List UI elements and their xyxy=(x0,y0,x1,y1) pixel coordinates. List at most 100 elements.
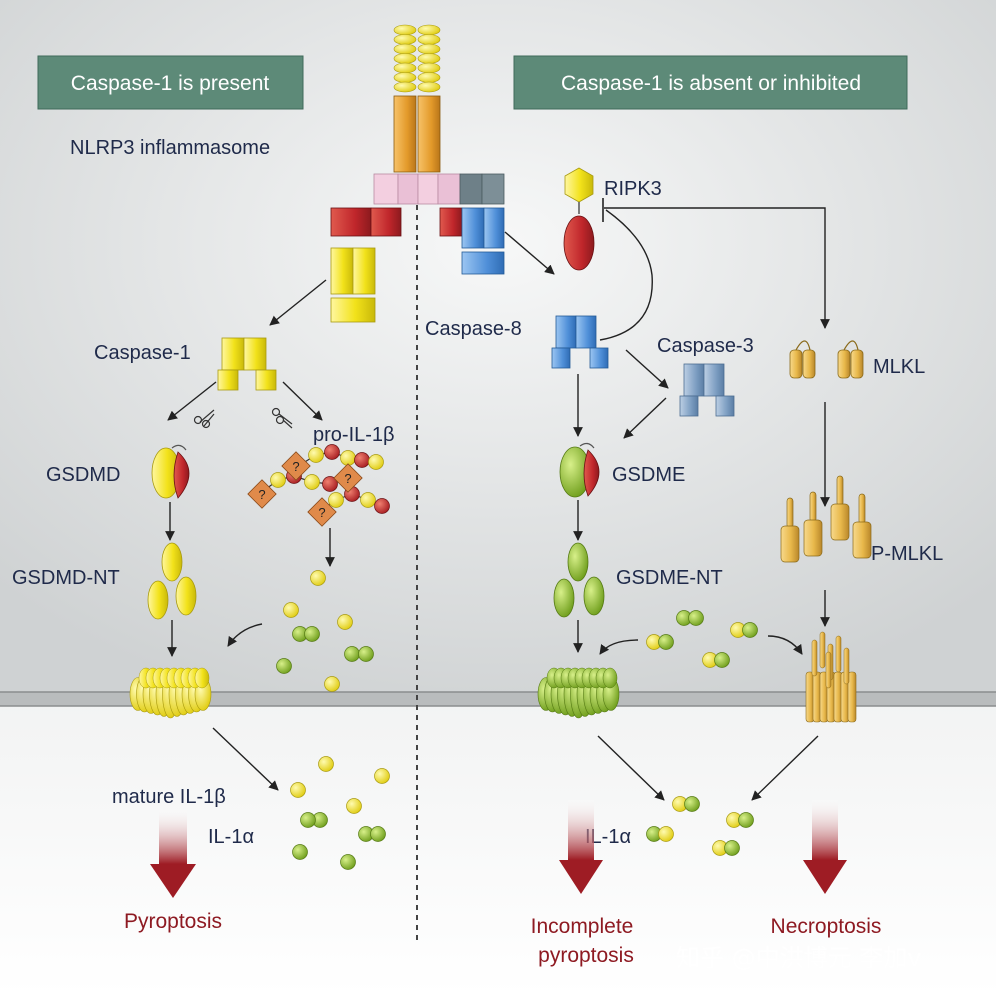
lrr-domain xyxy=(393,43,417,55)
lrr-domain xyxy=(417,72,441,83)
il-molecule xyxy=(328,492,344,508)
il-molecule xyxy=(658,826,674,842)
il-molecule xyxy=(344,646,360,662)
il-molecule xyxy=(290,782,306,798)
p-mlkl-body xyxy=(803,519,823,557)
lrr-domain xyxy=(417,62,441,74)
il-molecule xyxy=(300,812,316,828)
il-molecule xyxy=(688,610,704,626)
outcome-arrow-pyroptosis xyxy=(150,810,196,898)
il-molecule xyxy=(340,450,356,466)
il-molecule xyxy=(322,476,338,492)
mlkl-pore xyxy=(805,631,857,723)
pro-domain-mark: ? xyxy=(318,505,325,520)
lrr-domain xyxy=(393,72,417,83)
lrr-domain xyxy=(393,62,417,74)
lrr-domain xyxy=(393,81,417,93)
mlkl-pore-helix xyxy=(819,631,826,669)
caspase3-protein xyxy=(679,363,735,417)
pro-il1b-cluster: ???? xyxy=(247,444,390,527)
cell-membrane xyxy=(0,692,996,706)
gsdmd-nt-fragments xyxy=(147,542,197,620)
il-molecule xyxy=(276,658,292,674)
outcome-arrow-necroptosis xyxy=(803,800,847,894)
label-il1a-right: IL-1α xyxy=(585,826,631,848)
pathway-arrows xyxy=(165,198,830,801)
header-right-text: Caspase-1 is absent or inhibited xyxy=(561,72,861,95)
il-molecule xyxy=(658,634,674,650)
pro-domain-mark: ? xyxy=(344,471,351,486)
il-molecule xyxy=(324,676,340,692)
pro-domain-mark: ? xyxy=(258,487,265,502)
il-molecule xyxy=(354,452,370,468)
il-molecules-extracellular-right xyxy=(646,796,754,856)
nlrp3-inflammasome-complex xyxy=(330,24,505,323)
p-mlkl-body xyxy=(852,521,872,559)
il-molecule xyxy=(738,812,754,828)
label-caspase1: Caspase-1 xyxy=(94,342,191,364)
il-molecule xyxy=(310,570,326,586)
il-molecule xyxy=(270,472,286,488)
cytoplasm-background xyxy=(0,0,996,698)
mlkl-pore-helix xyxy=(835,635,842,673)
mlkl-pore-helix xyxy=(825,651,832,689)
lrr-domain xyxy=(393,34,417,45)
header-left: Caspase-1 is present xyxy=(37,55,304,110)
label-incomplete-line2: pyroptosis xyxy=(538,944,634,967)
label-gsdme-nt: GSDME-NT xyxy=(616,567,723,589)
label-il1a-left: IL-1α xyxy=(208,826,254,848)
header-left-text: Caspase-1 is present xyxy=(71,72,270,95)
gsdme-protein xyxy=(559,442,600,498)
il-molecule xyxy=(724,840,740,856)
il-molecule xyxy=(308,447,324,463)
pore-subunit xyxy=(194,667,210,689)
p-mlkl-helix xyxy=(786,497,794,529)
lrr-domain xyxy=(417,53,441,64)
label-necroptosis: Necroptosis xyxy=(771,915,882,938)
label-caspase3: Caspase-3 xyxy=(657,335,754,357)
header-right: Caspase-1 is absent or inhibited xyxy=(513,55,908,110)
il-molecule xyxy=(360,492,376,508)
il-molecule xyxy=(304,626,320,642)
label-incomplete-line1: Incomplete xyxy=(531,915,634,938)
label-nlrp3-inflammasome: NLRP3 inflammasome xyxy=(70,137,270,159)
label-gsdmd: GSDMD xyxy=(46,464,120,486)
label-gsdmd-nt: GSDMD-NT xyxy=(12,567,120,589)
pore-subunit xyxy=(602,667,618,689)
p-mlkl-proteins xyxy=(780,475,872,563)
outcome-arrow-incomplete xyxy=(559,800,603,894)
il-molecule xyxy=(318,756,334,772)
label-mature-il1b: mature IL-1β xyxy=(112,786,226,808)
il-molecule xyxy=(714,652,730,668)
label-gsdme: GSDME xyxy=(612,464,685,486)
pro-domain xyxy=(307,497,337,527)
il-molecule xyxy=(304,474,320,490)
lrr-domain xyxy=(417,81,441,93)
il-molecule xyxy=(283,602,299,618)
pro-domain xyxy=(281,451,311,481)
il-molecules-cytoplasm-right xyxy=(646,610,758,668)
il-molecule xyxy=(374,768,390,784)
pro-domain-mark: ? xyxy=(292,459,299,474)
p-mlkl-body xyxy=(830,503,850,541)
caspase8-protein xyxy=(551,315,609,369)
il-molecule xyxy=(292,844,308,860)
watermark-text: 知乎 @中洪博元 李加v xyxy=(676,944,921,972)
il-molecules-cytoplasm-left xyxy=(276,570,374,692)
scissors-icon xyxy=(193,409,215,429)
il-molecule xyxy=(346,798,362,814)
gsdme-nt-fragments xyxy=(553,542,605,618)
scissors-icon xyxy=(271,407,293,429)
il-molecule xyxy=(358,646,374,662)
il-molecules-extracellular-left xyxy=(290,756,390,870)
lrr-domain xyxy=(417,24,441,36)
label-p-mlkl: P-MLKL xyxy=(871,543,943,565)
il-molecule xyxy=(337,614,353,630)
il-molecule xyxy=(742,622,758,638)
mlkl-protein xyxy=(789,340,864,379)
label-mlkl: MLKL xyxy=(873,356,925,378)
mlkl-pore-helix xyxy=(843,647,850,685)
pro-domain xyxy=(333,463,363,493)
